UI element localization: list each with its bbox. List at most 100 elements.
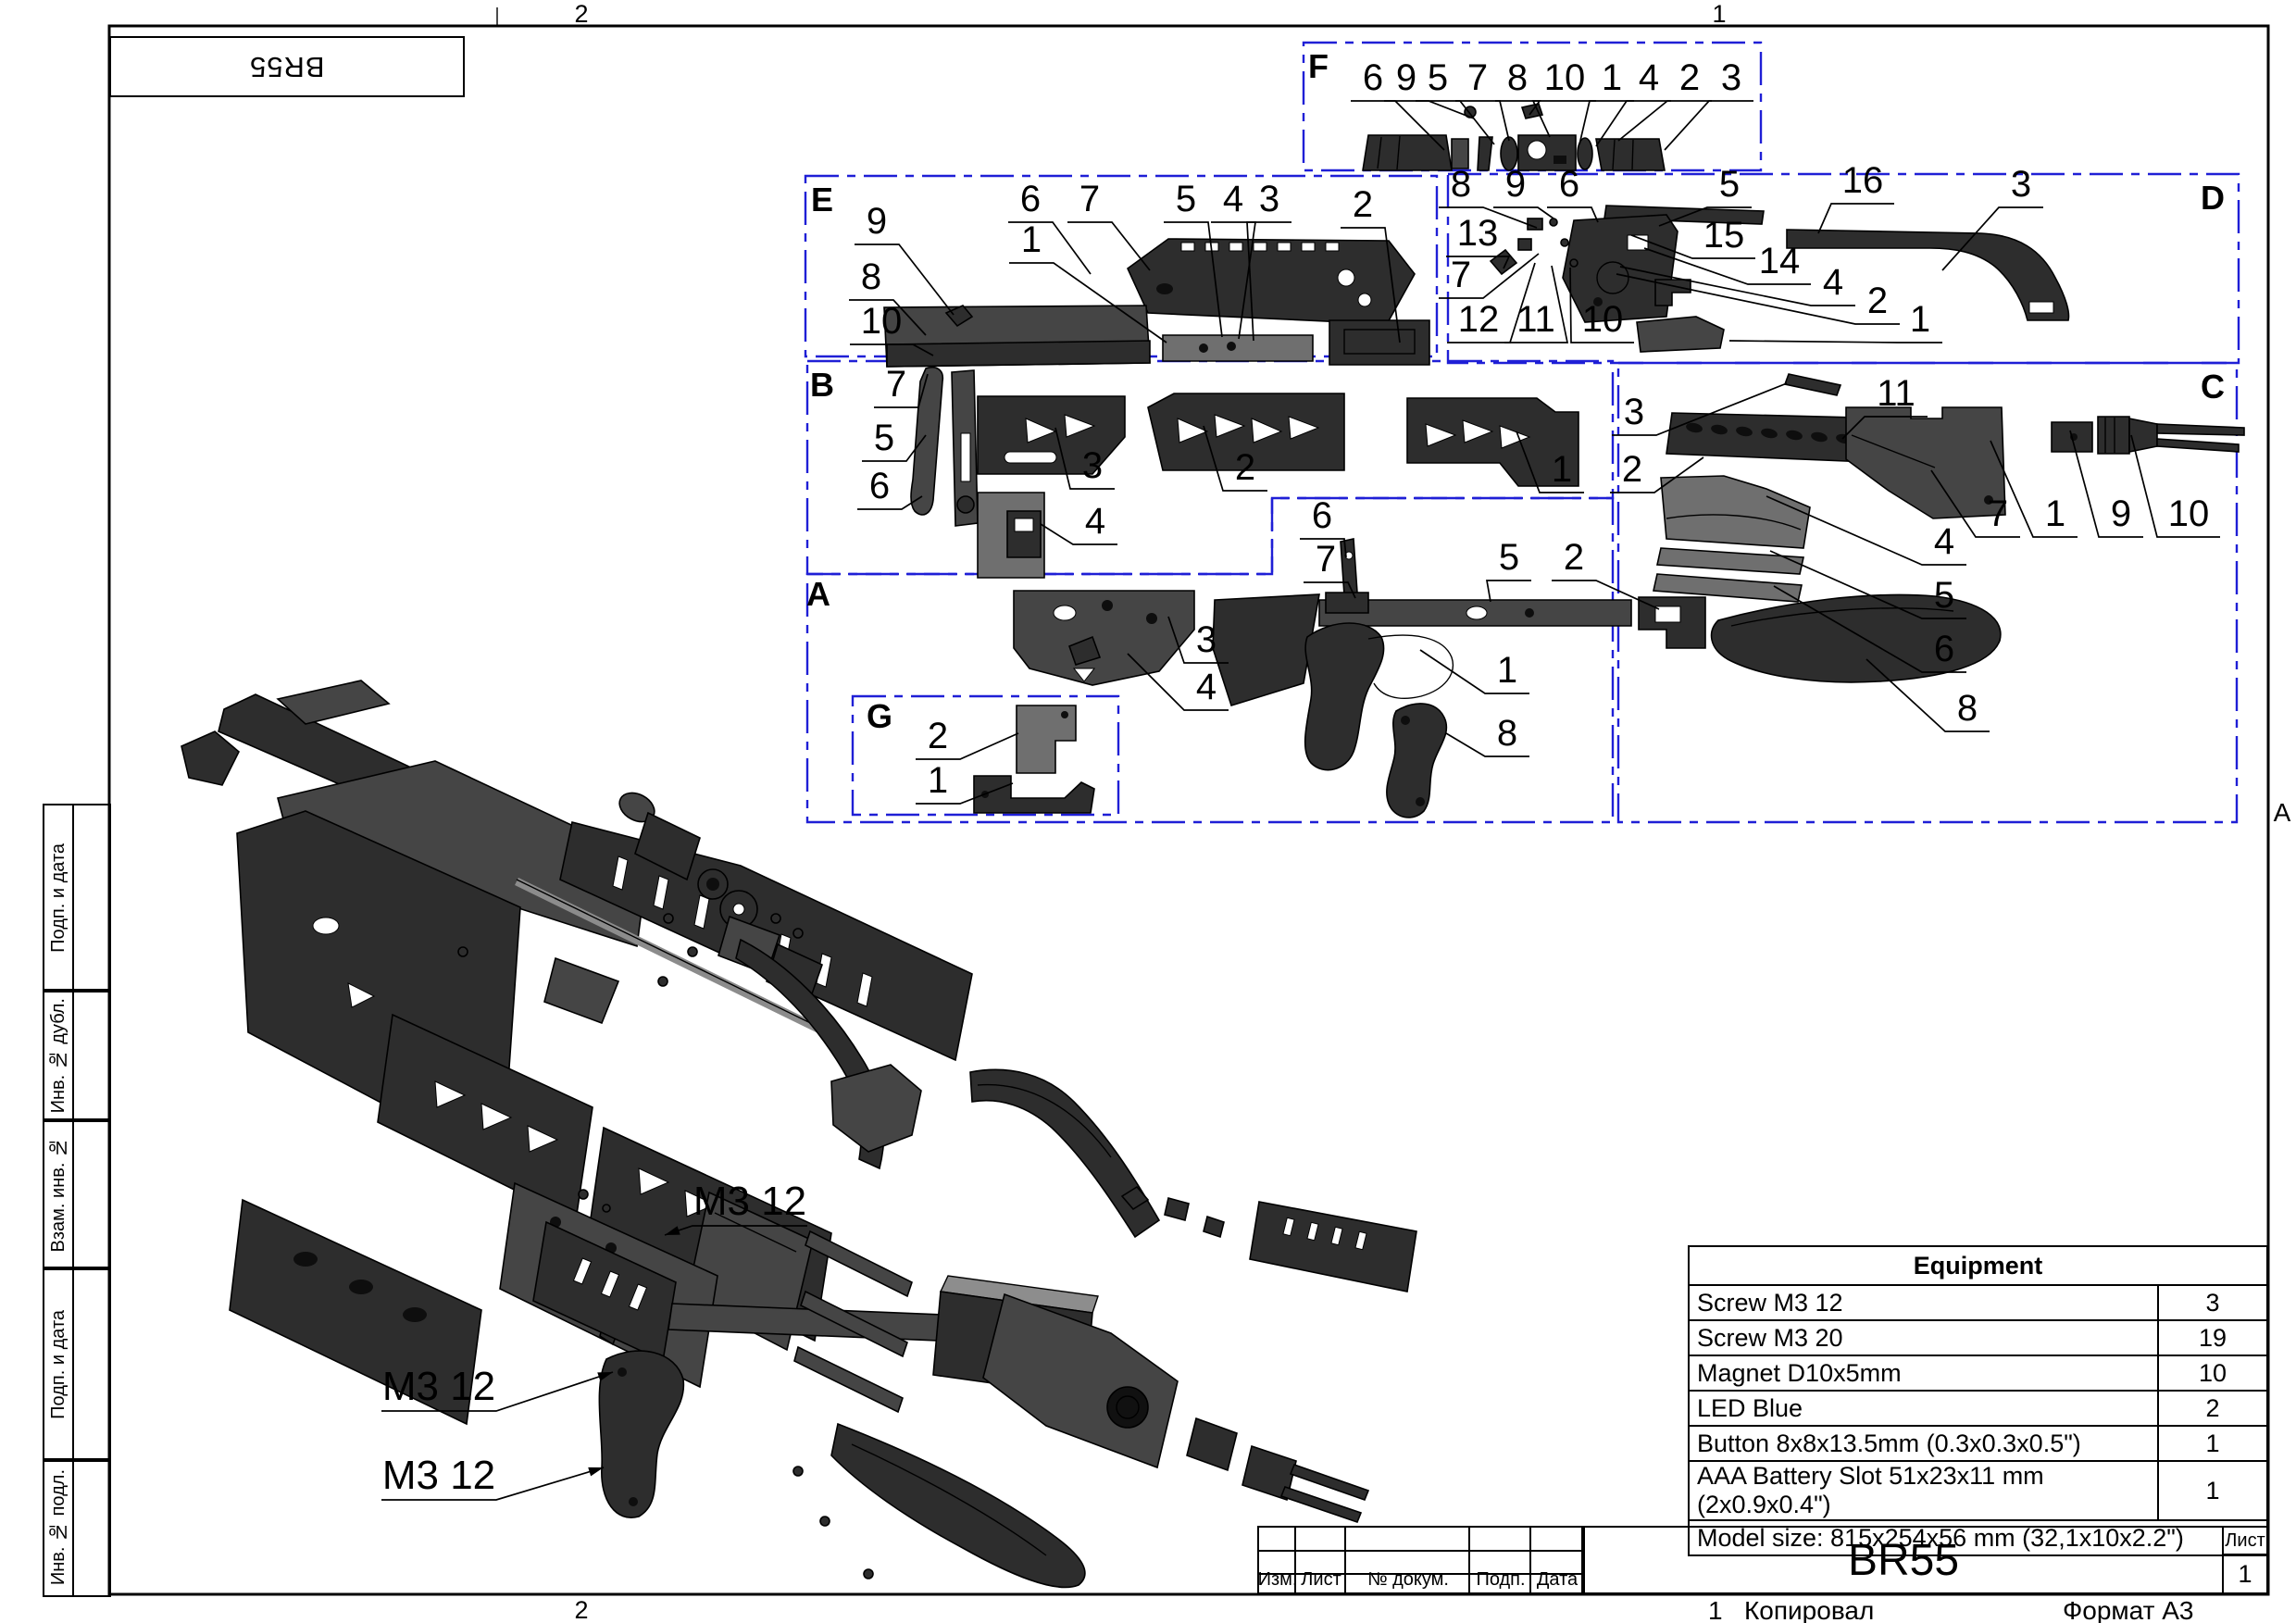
leader-line bbox=[1164, 221, 1223, 338]
callout-number-d-5: 5 bbox=[1719, 164, 1740, 205]
title-stamp-text: BR55 bbox=[249, 51, 325, 83]
callout-number-c-1: 1 bbox=[2045, 493, 2065, 534]
leader-line bbox=[1595, 100, 1671, 147]
callout-number-f-3: 3 bbox=[1721, 57, 1741, 98]
screw-annotation-1: M3 12 bbox=[693, 1179, 806, 1224]
title-block-column bbox=[1296, 1528, 1346, 1592]
equipment-item: Magnet D10x5mm bbox=[1688, 1355, 2159, 1392]
leader-line bbox=[1664, 100, 1753, 151]
footer-copied-label: Копировал bbox=[1744, 1596, 1875, 1623]
equipment-model-size: Model size: 815x254x56 mm (32,1x10x2.2") bbox=[1688, 1519, 2268, 1556]
sidebar-cell: Инв. № подл. bbox=[43, 1458, 74, 1597]
leader-line bbox=[1455, 100, 1510, 142]
section-a-parts bbox=[1013, 538, 1706, 818]
section-letter-f: F bbox=[1308, 47, 1329, 85]
section-box-c bbox=[1616, 361, 2239, 824]
section-e-parts bbox=[883, 238, 1430, 368]
callout-number-c-6: 6 bbox=[1934, 629, 1954, 669]
leader-line bbox=[1658, 206, 1752, 227]
title-block-row-line bbox=[1259, 1550, 1583, 1552]
screw-annotation-3: M3 12 bbox=[382, 1453, 495, 1498]
leader-line bbox=[1009, 262, 1167, 343]
callout-number-b-3: 3 bbox=[1082, 445, 1103, 486]
leader-line bbox=[1941, 206, 2043, 271]
callout-number-e-9: 9 bbox=[867, 201, 887, 242]
leader-line bbox=[1439, 206, 1538, 229]
leader-line bbox=[1054, 427, 1115, 490]
sidebar-empty-cell bbox=[70, 1267, 111, 1462]
sheet-cell: Лист 1 bbox=[2222, 1528, 2266, 1592]
callout-number-c-7: 7 bbox=[1988, 493, 2008, 534]
leader-line bbox=[1990, 440, 2078, 538]
callout-number-f-6: 6 bbox=[1363, 57, 1383, 98]
title-block-header: Подп. bbox=[1476, 1568, 1526, 1590]
leader-line bbox=[1516, 431, 1584, 493]
callout-number-b-7: 7 bbox=[886, 364, 906, 405]
callout-number-f-10: 10 bbox=[1544, 57, 1586, 98]
screw-annotation-2: M3 12 bbox=[382, 1364, 495, 1409]
sidebar-empty-cell bbox=[70, 1118, 111, 1270]
section-letter-b: B bbox=[810, 366, 834, 404]
sidebar-cell-label: Инв. № подл. bbox=[47, 1469, 69, 1586]
title-block-column bbox=[1259, 1528, 1296, 1592]
callout-number-d-2: 2 bbox=[1867, 281, 1888, 321]
title-block-header: Лист bbox=[1301, 1568, 1341, 1590]
equipment-item: Screw M3 12 bbox=[1688, 1284, 2159, 1321]
leader-line bbox=[874, 373, 929, 408]
leader-line bbox=[857, 495, 923, 510]
callout-number-d-10: 10 bbox=[1582, 299, 1624, 340]
title-block-header: № докум. bbox=[1367, 1568, 1449, 1590]
document-title: BR55 bbox=[1583, 1528, 2222, 1592]
callout-number-d-15: 15 bbox=[1703, 215, 1745, 256]
section-f-parts bbox=[1362, 103, 1666, 171]
callout-number-d-6: 6 bbox=[1559, 164, 1579, 205]
callout-number-e-8: 8 bbox=[861, 256, 881, 297]
leader-line bbox=[1841, 416, 1928, 440]
callout-number-a-5: 5 bbox=[1499, 537, 1519, 578]
zone-number-bottom-left: 2 bbox=[574, 1596, 589, 1623]
sidebar-empty-cell bbox=[70, 804, 111, 993]
leader-line bbox=[1643, 247, 1811, 285]
equipment-item: LED Blue bbox=[1688, 1390, 2159, 1427]
leader-line bbox=[1552, 580, 1660, 610]
leader-line bbox=[1930, 469, 2020, 538]
callout-number-f-9: 9 bbox=[1396, 57, 1416, 98]
callout-number-a-8: 8 bbox=[1497, 713, 1517, 754]
footer-zone-number: 1 bbox=[1708, 1596, 1723, 1623]
leader-line bbox=[849, 299, 927, 336]
callout-number-c-11: 11 bbox=[1877, 373, 1915, 414]
equipment-qty: 1 bbox=[2157, 1460, 2268, 1521]
callout-number-c-3: 3 bbox=[1624, 392, 1644, 432]
leader-line bbox=[1167, 616, 1229, 664]
callout-number-d-3: 3 bbox=[2011, 164, 2031, 205]
leader-line bbox=[1203, 425, 1267, 492]
section-box-g bbox=[851, 694, 1120, 817]
leader-line bbox=[1728, 340, 1942, 343]
equipment-qty: 2 bbox=[2157, 1390, 2268, 1427]
callout-number-e-7: 7 bbox=[1079, 179, 1100, 219]
callout-number-c-9: 9 bbox=[2111, 493, 2131, 534]
equipment-row: Button 8x8x13.5mm (0.3x0.3x0.5")1 bbox=[1688, 1425, 2268, 1462]
leader-line bbox=[1610, 456, 1704, 493]
callout-number-b-2: 2 bbox=[1235, 447, 1255, 488]
leader-line bbox=[1531, 100, 1596, 138]
callout-number-f-7: 7 bbox=[1467, 57, 1488, 98]
callout-number-e-4: 4 bbox=[1223, 179, 1243, 219]
leader-line bbox=[1504, 265, 1569, 343]
callout-number-d-1: 1 bbox=[1910, 299, 1930, 340]
leader-line bbox=[1067, 221, 1151, 271]
leader-line bbox=[1008, 221, 1092, 275]
annotation-arrowhead bbox=[588, 1467, 604, 1477]
leader-line bbox=[1612, 382, 1788, 436]
callout-number-a-4: 4 bbox=[1196, 667, 1217, 707]
callout-number-c-2: 2 bbox=[1622, 449, 1642, 490]
equipment-qty: 3 bbox=[2157, 1284, 2268, 1321]
sidebar-cell-label: Подп. и дата bbox=[47, 1309, 69, 1419]
leader-line bbox=[1866, 658, 1990, 732]
leader-line bbox=[1419, 649, 1529, 694]
sidebar-cell-label: Инв. № дубл. bbox=[47, 997, 69, 1114]
